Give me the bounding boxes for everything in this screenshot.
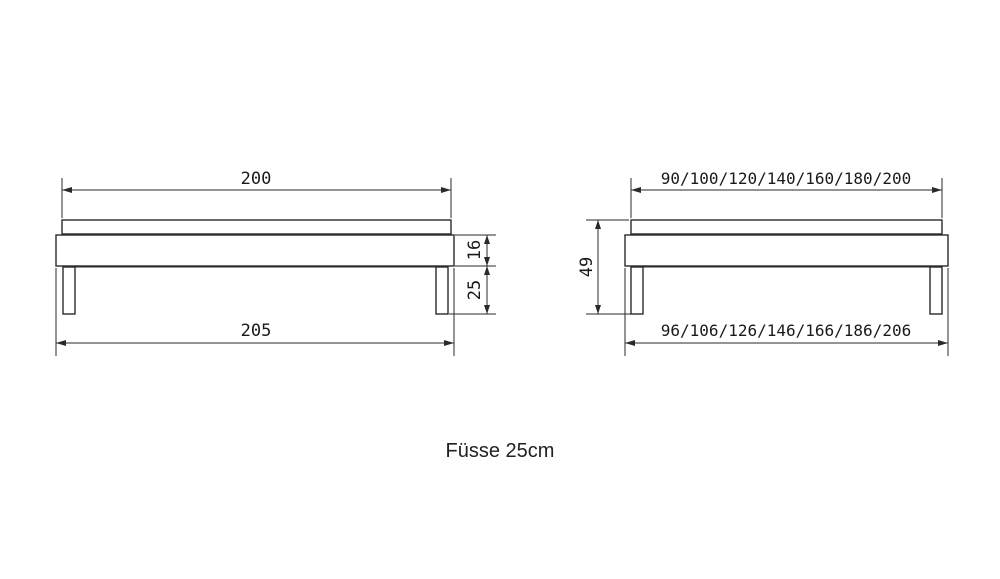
- front-outer-widths-label: 96/106/126/146/166/186/206: [661, 321, 911, 340]
- side-mattress-outline: [61, 219, 452, 235]
- front-leg-right: [929, 266, 943, 315]
- caption: Füsse 25cm: [445, 440, 555, 462]
- side-top-length-label: 200: [241, 169, 272, 189]
- side-leg-right: [435, 266, 449, 315]
- front-mattress-widths-label: 90/100/120/140/160/180/200: [661, 169, 911, 188]
- side-leg-height-label: 25: [465, 280, 485, 300]
- side-view: 200 205 16 25: [55, 169, 496, 356]
- side-frame-height-label: 16: [465, 240, 485, 260]
- front-total-height-label: 49: [577, 257, 597, 277]
- front-leg-left: [630, 266, 644, 315]
- side-frame-outline: [55, 234, 455, 267]
- front-frame-outline: [624, 234, 949, 267]
- side-leg-left: [62, 266, 76, 315]
- side-bottom-length-label: 205: [241, 321, 272, 341]
- front-view: 90/100/120/140/160/180/200 96/106/126/14…: [577, 169, 949, 356]
- front-mattress-outline: [630, 219, 943, 235]
